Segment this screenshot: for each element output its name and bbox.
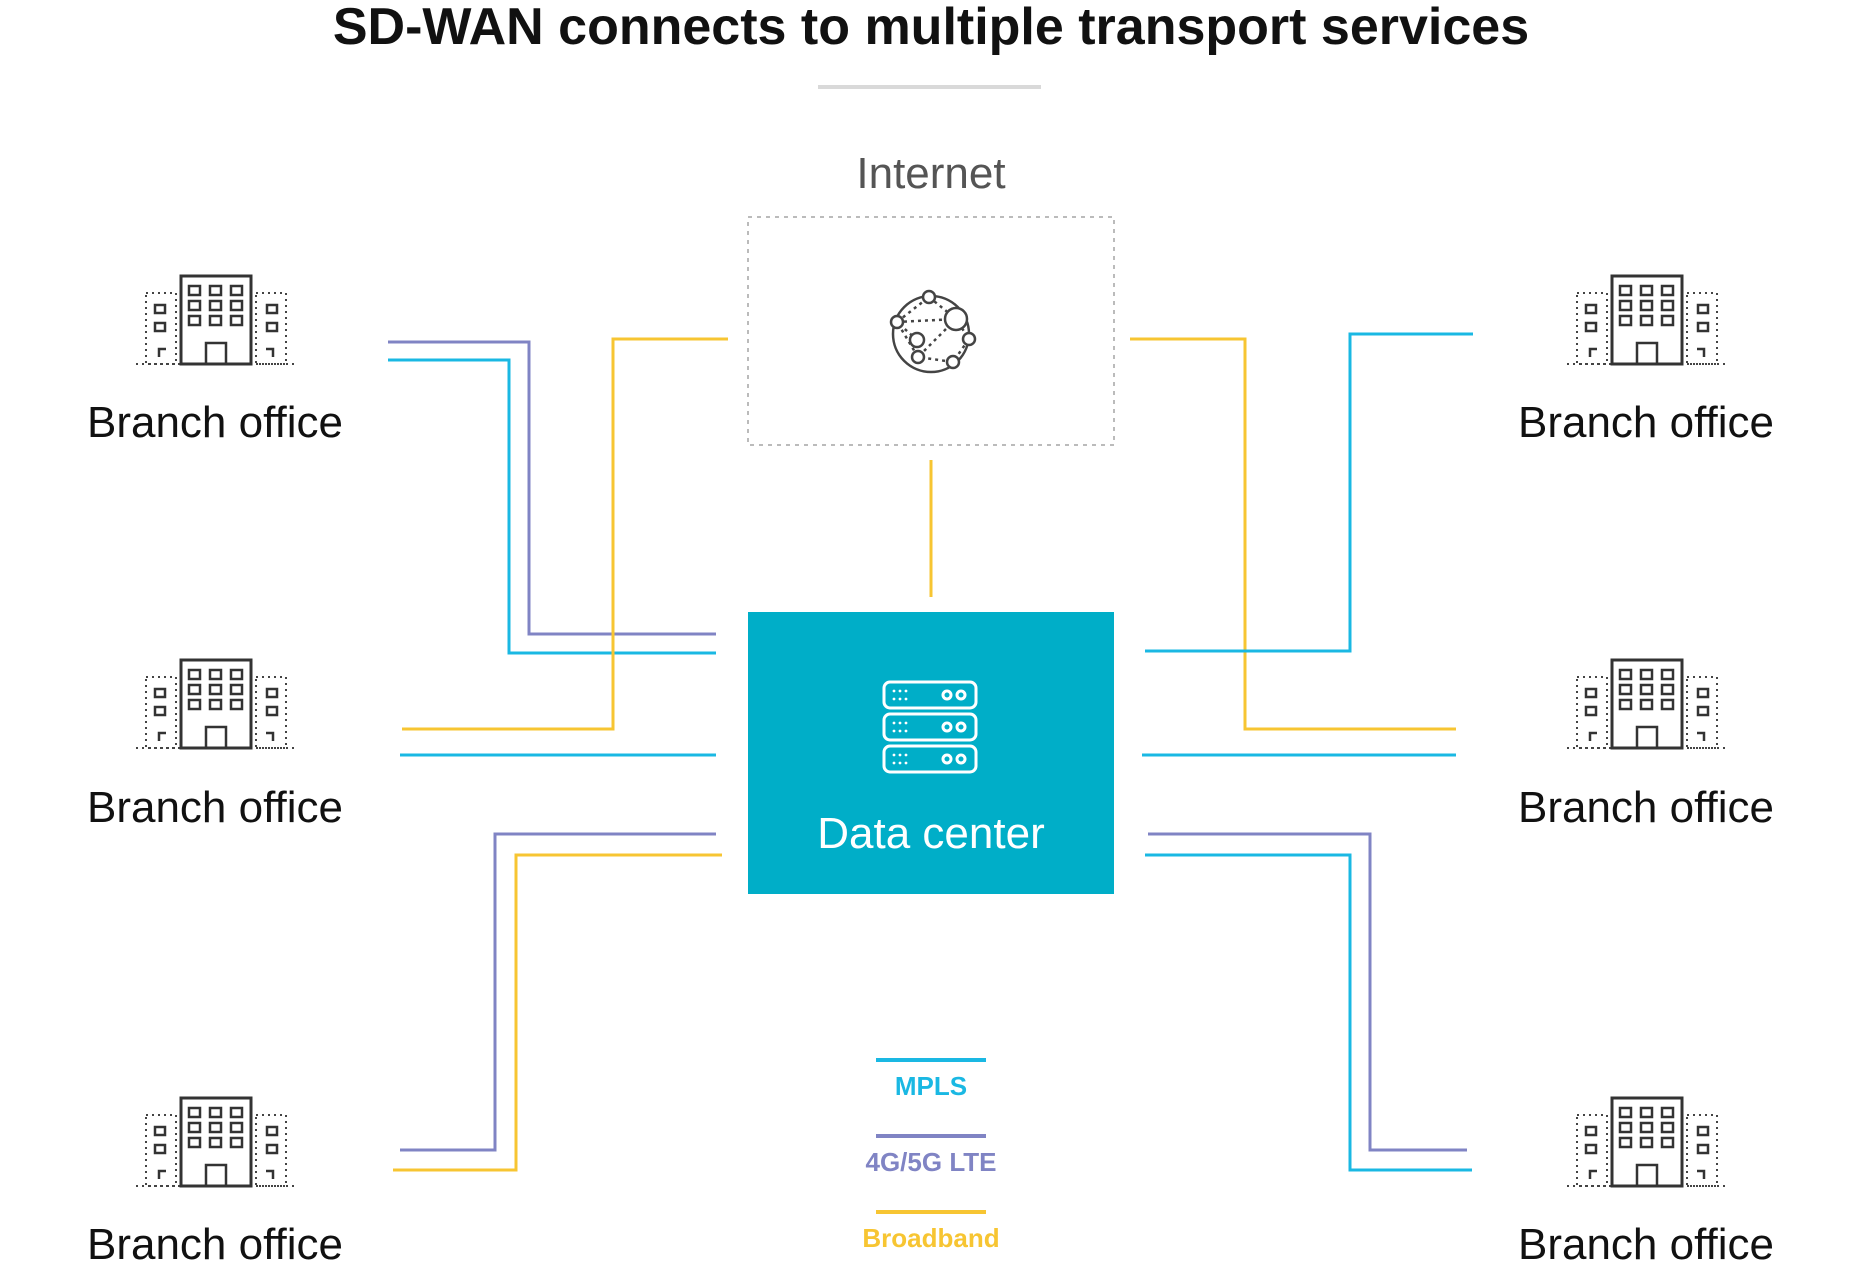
- page-title: SD-WAN connects to multiple transport se…: [333, 0, 1529, 56]
- branch-office-top-right: Branch office: [1518, 274, 1774, 447]
- data-center-label: Data center: [817, 809, 1044, 858]
- lte-link-top-left: [388, 340, 716, 636]
- legend-label-lte: 4G/5G LTE: [866, 1147, 997, 1177]
- broadband-link-bottom-left: [393, 853, 722, 1172]
- branch-office-bottom-left: Branch office: [87, 1096, 343, 1269]
- legend-label-broadband: Broadband: [862, 1223, 999, 1253]
- internet-cloud-box: [747, 216, 1115, 446]
- branch-office-middle-right: Branch office: [1518, 658, 1774, 832]
- internet-label: Internet: [856, 149, 1005, 198]
- lte-link-bottom-left: [400, 832, 716, 1152]
- branch-office-top-left: Branch office: [87, 274, 343, 447]
- branch-office-middle-left: Branch office: [87, 658, 343, 832]
- data-center-box: [748, 612, 1114, 894]
- office-building-icon: [136, 1096, 296, 1188]
- mpls-link-bottom-right: [1145, 853, 1472, 1172]
- branch-label: Branch office: [1518, 1220, 1774, 1269]
- connection-lines-right: [1130, 332, 1473, 1172]
- office-building-icon: [136, 274, 296, 366]
- lte-link-bottom-right: [1148, 832, 1467, 1152]
- legend-label-mpls: MPLS: [895, 1071, 967, 1101]
- branch-label: Branch office: [87, 1220, 343, 1269]
- broadband-link-middle-right: [1130, 337, 1456, 731]
- branch-office-bottom-right: Branch office: [1518, 1096, 1774, 1269]
- office-building-icon: [136, 658, 296, 750]
- connection-lines-left: [388, 337, 728, 1172]
- branch-label: Branch office: [1518, 398, 1774, 447]
- office-building-icon: [1567, 274, 1727, 366]
- branch-label: Branch office: [87, 783, 343, 832]
- mpls-link-top-left: [388, 358, 716, 655]
- office-building-icon: [1567, 1096, 1727, 1188]
- broadband-link-middle-left: [402, 337, 728, 731]
- branch-label: Branch office: [1518, 783, 1774, 832]
- branch-label: Branch office: [87, 398, 343, 447]
- legend: MPLS 4G/5G LTE Broadband: [862, 1058, 1000, 1253]
- mpls-link-top-right: [1145, 332, 1473, 653]
- network-globe-icon: [889, 289, 977, 374]
- office-building-icon: [1567, 658, 1727, 750]
